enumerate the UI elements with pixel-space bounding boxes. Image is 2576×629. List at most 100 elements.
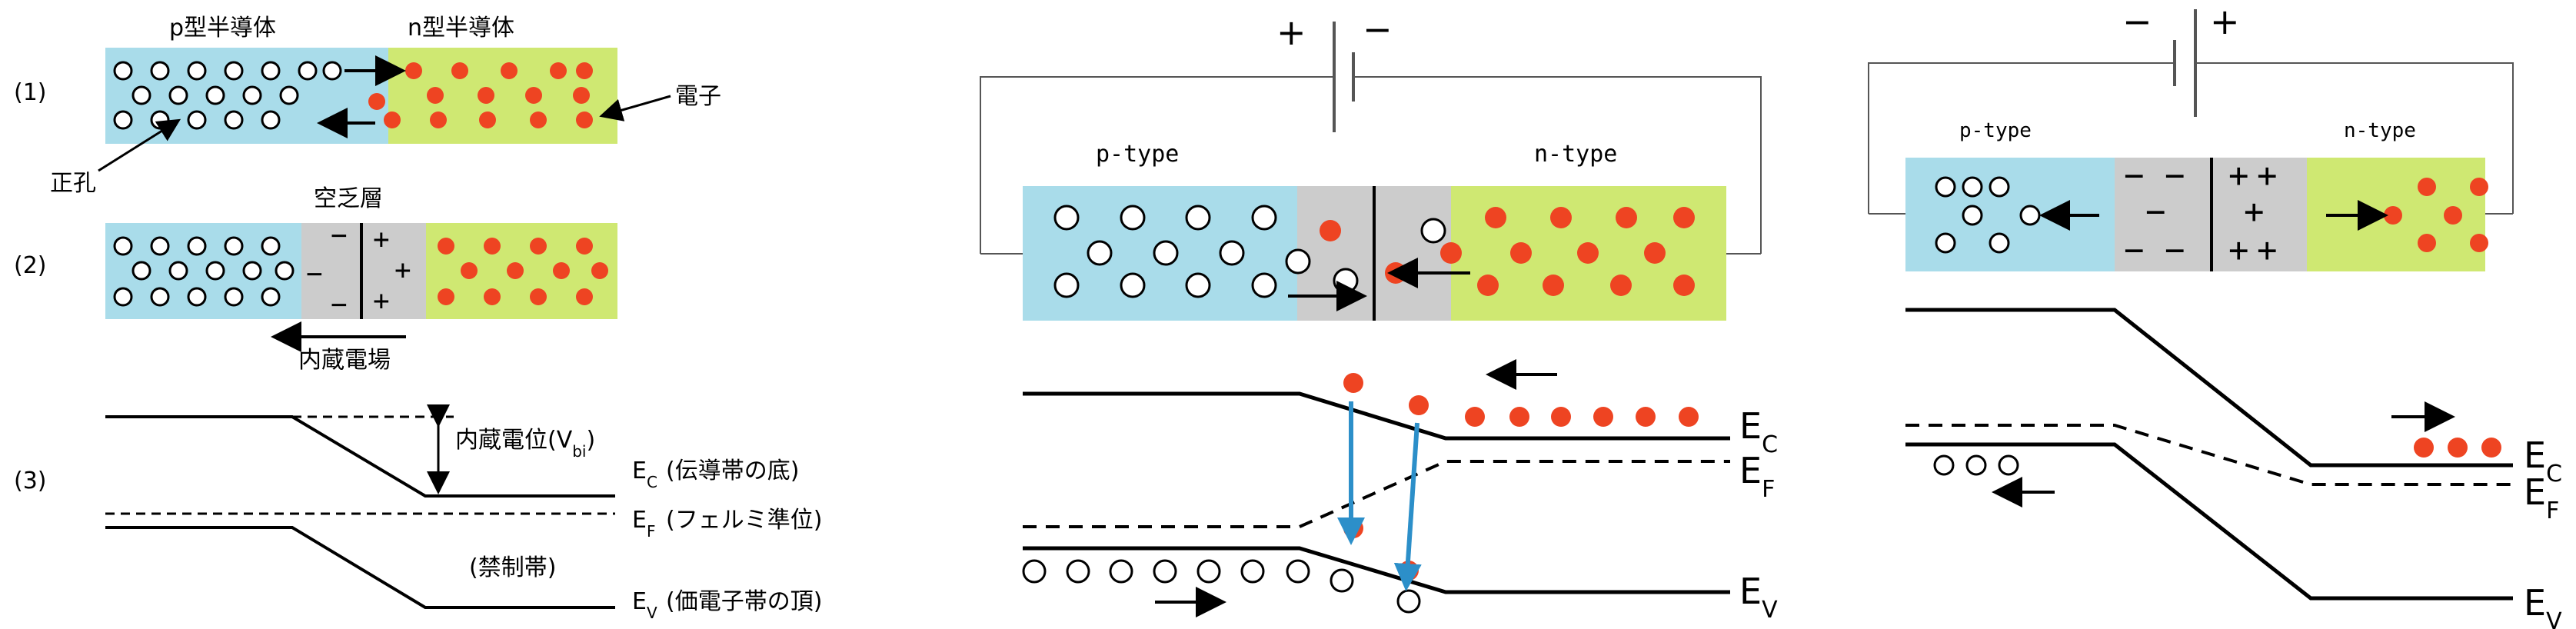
ec-label: EC — [1739, 405, 1778, 458]
hole — [1962, 176, 1983, 198]
electron — [451, 62, 468, 79]
hole — [1420, 218, 1446, 244]
hole — [205, 261, 225, 281]
hole — [2019, 205, 2041, 226]
battery-plus-sign: + — [1276, 12, 1306, 53]
hole — [168, 261, 188, 281]
holes-group — [1935, 176, 2041, 254]
hole — [1240, 559, 1265, 584]
hole — [113, 236, 133, 256]
electron — [2418, 178, 2436, 196]
electron — [478, 87, 494, 104]
hole — [187, 287, 207, 307]
electron — [2470, 234, 2488, 252]
electron — [1320, 220, 1341, 241]
hole — [1066, 559, 1090, 584]
valence-band-line — [105, 526, 615, 609]
hole — [187, 110, 207, 130]
hole — [1333, 268, 1359, 294]
hole — [150, 61, 170, 81]
plus-sign: + — [373, 285, 390, 317]
hole — [113, 61, 133, 81]
hole — [1935, 232, 1956, 254]
electron — [438, 238, 454, 255]
n-semiconductor-label: n型半導体 — [408, 15, 514, 42]
plus-sign: + — [2257, 156, 2278, 195]
hole — [1998, 454, 2019, 476]
electron — [1440, 242, 1462, 264]
ef-label: EF — [632, 507, 655, 541]
conduction-band-line — [105, 415, 615, 498]
electron — [438, 288, 454, 305]
hole — [1286, 559, 1310, 584]
electron — [1636, 407, 1656, 427]
holes-group-1 — [113, 61, 342, 130]
hole — [1185, 272, 1211, 298]
plus-sign: + — [373, 224, 390, 255]
hole — [1109, 559, 1133, 584]
battery-plus-sign: + — [2210, 1, 2240, 42]
electron — [1644, 242, 1666, 264]
minus-sign: − — [2124, 156, 2145, 195]
electron — [430, 111, 447, 128]
ev-description: (価電子帯の頂) — [666, 588, 822, 615]
hole — [224, 110, 244, 130]
electron — [2470, 178, 2488, 196]
hole — [261, 287, 281, 307]
step-2-label: (2) — [14, 252, 47, 279]
hole — [187, 236, 207, 256]
plus-sign: + — [2257, 231, 2278, 270]
electron — [576, 111, 593, 128]
electron — [1550, 207, 1572, 228]
hole — [1196, 559, 1221, 584]
hole — [1251, 272, 1277, 298]
battery-minus-sign: − — [2122, 1, 2152, 42]
hole — [261, 61, 281, 81]
electron — [553, 262, 570, 279]
hole — [113, 287, 133, 307]
p-type-label: p-type — [1959, 119, 2032, 142]
electron — [1593, 407, 1613, 427]
hole — [168, 85, 188, 105]
hole — [113, 110, 133, 130]
middle-panel: + − p-type n-type EC EF EV — [980, 8, 1778, 624]
valence-band-line — [1023, 546, 1730, 594]
plus-sign: + — [2244, 192, 2265, 231]
electron — [2444, 206, 2462, 225]
electron — [591, 262, 608, 279]
electron — [507, 262, 524, 279]
electron — [1343, 373, 1363, 393]
hole — [1053, 272, 1080, 298]
hole — [187, 61, 207, 81]
electron — [384, 111, 401, 128]
circuit-wire-right — [2195, 62, 2514, 214]
hole — [131, 261, 151, 281]
circuit-wire-right — [1353, 76, 1762, 254]
hole — [1153, 240, 1179, 266]
p-type-label: p-type — [1096, 141, 1179, 168]
electron — [2384, 206, 2402, 225]
conduction-electrons-group — [1343, 373, 1699, 581]
electron — [2418, 234, 2436, 252]
ef-label: EF — [2524, 471, 2559, 524]
electron — [1616, 207, 1637, 228]
hole — [1185, 205, 1211, 231]
electron — [1543, 275, 1564, 296]
electron — [573, 87, 590, 104]
hole — [322, 61, 342, 81]
circuit-wire-left — [980, 76, 1334, 254]
electron — [1485, 207, 1506, 228]
valence-holes-group — [1022, 559, 1421, 614]
electron — [1673, 275, 1695, 296]
hole — [1251, 205, 1277, 231]
electrons-group-2 — [438, 238, 608, 305]
hole — [1087, 240, 1113, 266]
plus-sign: + — [2228, 231, 2249, 270]
hole — [298, 61, 318, 81]
electron — [1465, 407, 1485, 427]
hole — [1330, 568, 1354, 593]
electron — [461, 262, 478, 279]
electron — [1409, 395, 1429, 415]
electrons-group — [1320, 207, 1695, 296]
